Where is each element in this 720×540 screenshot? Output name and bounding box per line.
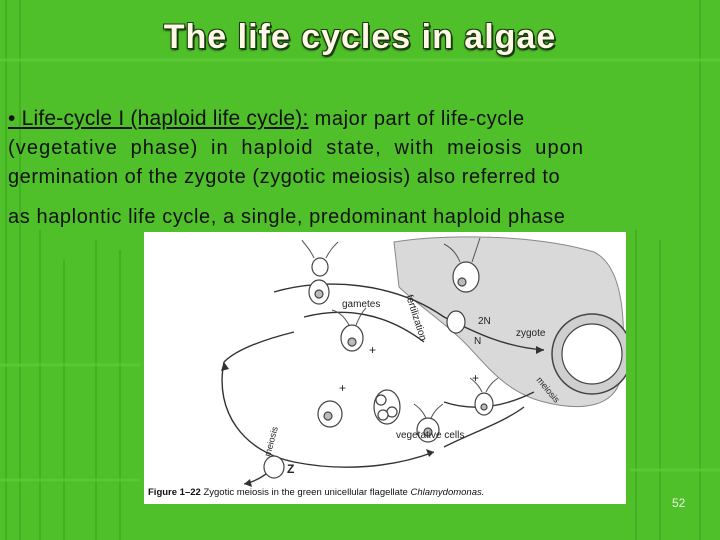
bullet-line-1-rest: major part of life-cycle — [308, 108, 525, 130]
figure-caption-species: Chlamydomonas. — [410, 487, 484, 498]
figure-caption-number: Figure 1–22 — [148, 487, 201, 498]
vegetative-cells-label: vegetative cells — [396, 430, 464, 441]
plus-sign-a: + — [369, 343, 376, 357]
figure-caption-text: Zygotic meiosis in the green unicellular… — [201, 487, 411, 498]
gametes-label: gametes — [342, 299, 380, 310]
plus-sign-c: + — [472, 371, 479, 385]
slide-title: The life cycles in algae — [163, 18, 557, 56]
bullet-line-3: germination of the zygote (zygotic meios… — [8, 166, 561, 188]
meiosis-left-label: meiosis — [262, 425, 280, 458]
cells — [263, 257, 494, 479]
bullet-line-1: • Life-cycle I (haploid life cycle): maj… — [8, 107, 708, 131]
z-label: Z — [287, 462, 294, 476]
figure-caption: Figure 1–22 Zygotic meiosis in the green… — [148, 487, 484, 498]
plus-sign-b: + — [339, 381, 346, 395]
life-cycle-diagram: fertilization gametes 2N zygote N meiosi… — [148, 236, 633, 498]
arrow-heads — [221, 346, 544, 487]
page-number: 52 — [672, 496, 686, 510]
bullet-line-2: (vegetative phase) in haploid state, wit… — [8, 137, 585, 159]
2n-label: 2N — [478, 316, 491, 327]
bullet-line-4: as haplontic life cycle, a single, predo… — [8, 206, 566, 228]
flagella — [301, 237, 499, 419]
zygote-label: zygote — [516, 328, 546, 339]
life-cycle-figure: fertilization gametes 2N zygote N meiosi… — [144, 232, 633, 504]
n-label: N — [474, 336, 481, 347]
bullet-lead: • Life-cycle I (haploid life cycle): — [8, 107, 309, 130]
